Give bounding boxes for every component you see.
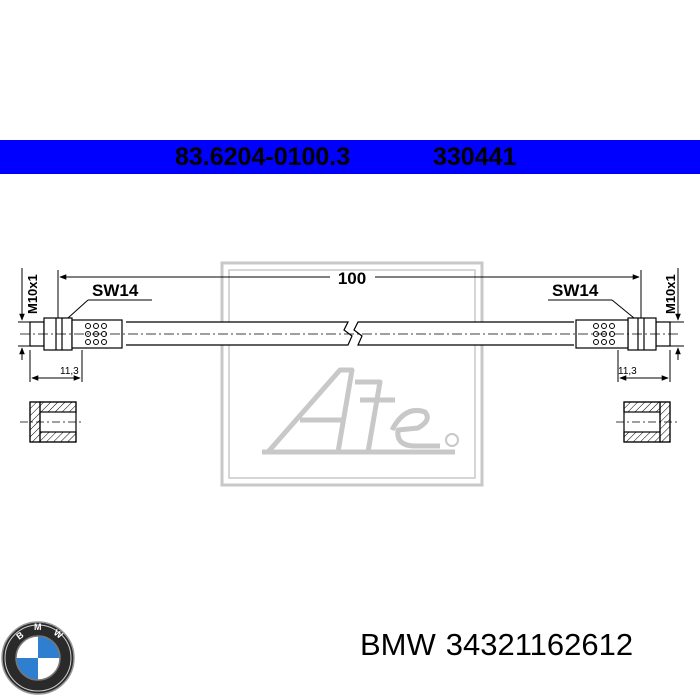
bmw-logo-icon: B M W <box>1 621 75 695</box>
length-dimension <box>57 270 642 318</box>
oem-caption: BMW 34321162612 <box>360 620 695 670</box>
length-label: 100 <box>338 269 366 288</box>
right-section-view <box>616 401 680 443</box>
right-offset-label: 11,3 <box>618 366 637 377</box>
right-wrench-leader <box>548 299 635 319</box>
left-wrench-leader <box>67 299 152 319</box>
right-thread-dimension <box>670 268 684 360</box>
ate-logo-watermark <box>220 261 484 487</box>
left-thread-label: M10x1 <box>25 274 40 314</box>
watermark-frame-inner <box>228 269 476 479</box>
left-thread-dimension <box>18 268 30 360</box>
left-wrench-label: SW14 <box>92 281 139 300</box>
right-wrench-label: SW14 <box>552 281 599 300</box>
watermark-frame <box>220 261 484 487</box>
oem-number: 34321162612 <box>445 627 634 662</box>
part-number: 83.6204-0100.3 <box>175 143 351 171</box>
right-offset-dimension <box>617 350 671 382</box>
catalog-number: 330441 <box>433 143 517 171</box>
svg-text:M: M <box>34 622 42 632</box>
hose-body <box>126 321 574 346</box>
left-offset-dimension <box>29 350 83 382</box>
left-section-view <box>20 401 84 443</box>
left-offset-label: 11,3 <box>60 366 79 377</box>
ate-logo-icon <box>262 367 459 455</box>
svg-text:B: B <box>14 629 25 641</box>
brand-name: BMW <box>360 627 436 662</box>
right-thread-label: M10x1 <box>663 274 678 314</box>
header-banner: 83.6204-0100.3 330441 <box>0 140 700 174</box>
